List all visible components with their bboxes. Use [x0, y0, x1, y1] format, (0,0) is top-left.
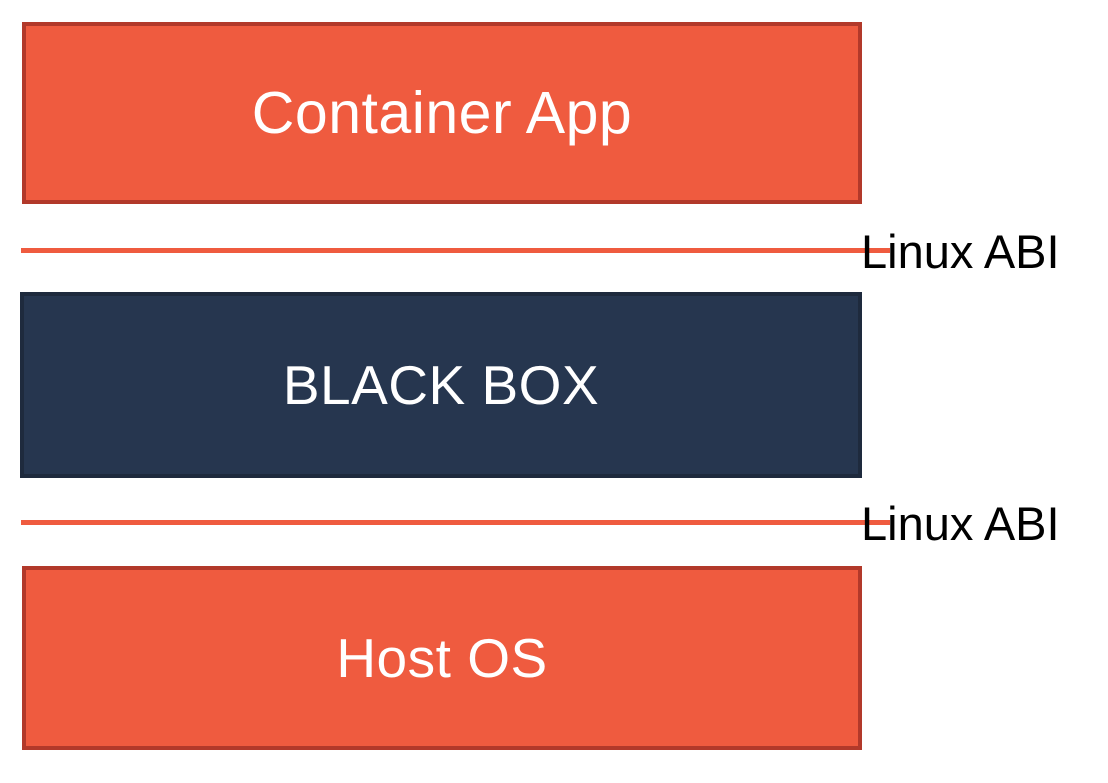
- layer-box-container-app: Container App: [22, 22, 862, 204]
- abi-boundary-label-upper: Linux ABI: [861, 225, 1060, 278]
- layer-box-host-os: Host OS: [22, 566, 862, 750]
- layer-box-black-box: BLACK BOX: [20, 292, 862, 478]
- abi-boundary-label-lower: Linux ABI: [861, 497, 1060, 550]
- abi-boundary-line-upper: [21, 248, 890, 253]
- abi-boundary-line-lower: [21, 520, 890, 525]
- layer-label-black-box: BLACK BOX: [282, 353, 600, 416]
- layer-label-host-os: Host OS: [336, 626, 548, 689]
- layer-label-container-app: Container App: [251, 79, 633, 146]
